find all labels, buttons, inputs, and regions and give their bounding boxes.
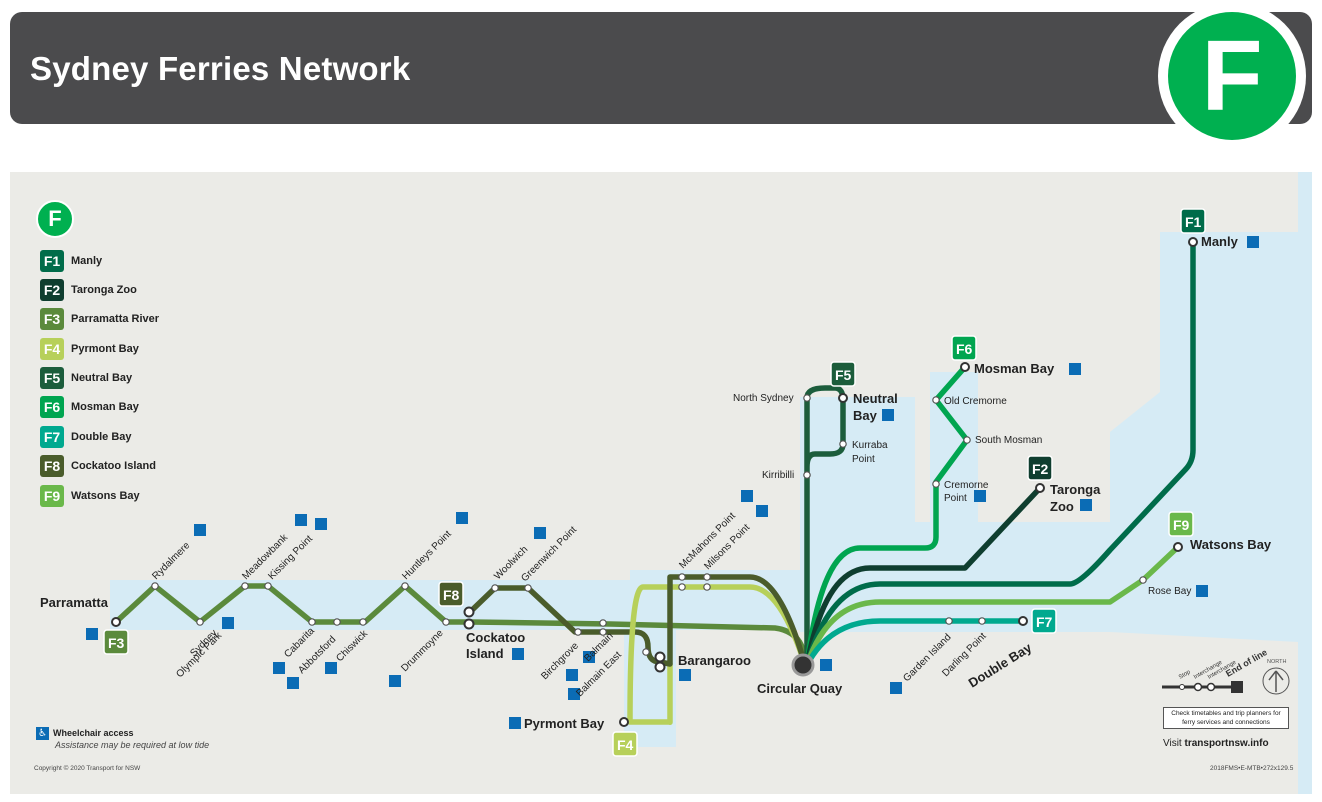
stop-dots	[151, 394, 1147, 656]
badge-f1: F1	[1185, 214, 1202, 230]
legend-badge: F7	[40, 426, 64, 448]
badge-f6: F6	[956, 341, 973, 357]
label-cremorne-point-2: Point	[944, 493, 967, 504]
interchange-stops	[111, 237, 1198, 727]
legend-item-f5: F5 Neutral Bay	[40, 367, 132, 389]
legend-label: Taronga Zoo	[71, 284, 137, 296]
legend-label: Parramatta River	[71, 313, 160, 325]
legend-label: Manly	[71, 255, 103, 267]
badge-f9: F9	[1173, 517, 1190, 533]
legend-label: Cockatoo Island	[71, 460, 156, 472]
key-north: NORTH	[1267, 659, 1286, 665]
route-line-f9	[804, 544, 1181, 668]
visit-line: Visit transportnsw.info	[1163, 738, 1269, 749]
legend-item-f4: F4 Pyrmont Bay	[40, 338, 139, 360]
label-north-sydney: North Sydney	[733, 393, 794, 404]
legend-badge: F1	[40, 250, 64, 272]
label-circular-quay: Circular Quay	[757, 681, 843, 696]
legend-badge: F4	[40, 338, 64, 360]
legend-item-f9: F9 Watsons Bay	[40, 485, 140, 507]
north-arrow-icon	[1268, 670, 1284, 692]
label-taronga-2: Zoo	[1050, 499, 1074, 514]
legend-label: Neutral Bay	[71, 372, 133, 384]
badge-f3: F3	[108, 635, 125, 651]
label-drummoyne: Drummoyne	[399, 628, 446, 675]
key-stop: Stop	[1178, 669, 1192, 681]
label-south-mosman: South Mosman	[975, 435, 1042, 446]
wheelchair-legend: ♿ Wheelchair access Assistance may be req…	[36, 727, 209, 750]
label-kurraba-2: Point	[852, 454, 875, 465]
legend-badge: F6	[40, 396, 64, 418]
label-old-cremorne: Old Cremorne	[944, 396, 1007, 407]
visit-url-link[interactable]: transportnsw.info	[1184, 738, 1269, 749]
ferry-logo-letter: F	[1168, 12, 1296, 140]
legend-ferry-logo: F	[36, 200, 74, 238]
label-sop-2: Olympic Park	[174, 630, 225, 681]
map-svg: F3 F8 F4 F5 F6 F2 F1 F9 F7	[40, 172, 1312, 794]
label-mosman-bay: Mosman Bay	[974, 361, 1055, 376]
legend-item-f1: F1 Manly	[40, 250, 102, 272]
route-line-f6	[804, 364, 970, 668]
visit-prefix: Visit	[1163, 738, 1182, 749]
label-parramatta: Parramatta	[40, 595, 109, 610]
legend-badge: F3	[40, 308, 64, 330]
route-line-f1	[804, 239, 1196, 668]
label-taronga-1: Taronga	[1050, 482, 1101, 497]
badge-f4: F4	[617, 737, 634, 753]
legend-badge: F2	[40, 279, 64, 301]
stop-key: Stop Interchange Interchange End of line…	[1162, 647, 1290, 695]
badge-f7: F7	[1036, 614, 1053, 630]
legend-label: Double Bay	[71, 431, 132, 443]
map-badges: F3 F8 F4 F5 F6 F2 F1 F9 F7	[103, 208, 1206, 757]
legend-item-f2: F2 Taronga Zoo	[40, 279, 137, 301]
label-rydalmere: Rydalmere	[150, 540, 192, 582]
label-barangaroo: Barangaroo	[678, 653, 751, 668]
legend-item-f8: F8 Cockatoo Island	[40, 455, 156, 477]
header-banner: Sydney Ferries Network F	[10, 2, 1312, 150]
network-map: F3 F8 F4 F5 F6 F2 F1 F9 F7	[10, 172, 1312, 794]
wheelchair-legend-note: Assistance may be required at low tide	[55, 740, 210, 750]
wheelchair-legend-title: Wheelchair access	[53, 727, 134, 738]
label-greenwich-point: Greenwich Point	[519, 524, 579, 584]
label-neutral-bay-1: Neutral	[853, 391, 898, 406]
legend-badge: F5	[40, 367, 64, 389]
route-line-f7	[804, 618, 1026, 668]
label-pyrmont-bay: Pyrmont Bay	[524, 716, 605, 731]
page-title: Sydney Ferries Network	[30, 50, 411, 87]
document-code: 2018FMS•E-MTB•272x129.5	[1210, 765, 1294, 772]
badge-f2: F2	[1032, 461, 1049, 477]
wheelchair-icon: ♿	[36, 727, 49, 740]
water	[110, 172, 1312, 794]
label-rose-bay: Rose Bay	[1148, 586, 1191, 597]
legend-item-f3: F3 Parramatta River	[40, 308, 159, 330]
ferry-brand-logo: F	[1158, 2, 1306, 150]
legend-label: Watsons Bay	[71, 490, 140, 502]
route-line-f4-loop	[657, 574, 808, 668]
label-manly: Manly	[1201, 234, 1239, 249]
legend-badge: F9	[40, 485, 64, 507]
copyright: Copyright © 2020 Transport for NSW	[34, 765, 141, 772]
legend-item-f7: F7 Double Bay	[40, 426, 132, 448]
circular-quay-hub	[791, 653, 815, 677]
label-kurraba-1: Kurraba	[852, 440, 888, 451]
label-kirribilli: Kirribilli	[762, 470, 794, 481]
label-chiswick: Chiswick	[334, 628, 370, 664]
legend-label: Pyrmont Bay	[71, 343, 139, 355]
badge-f8: F8	[443, 587, 460, 603]
label-watsons-bay: Watsons Bay	[1190, 537, 1272, 552]
legend-label: Mosman Bay	[71, 401, 139, 413]
timetable-tip: Check timetables and trip planners for f…	[1163, 707, 1289, 729]
label-neutral-bay-2: Bay	[853, 408, 878, 423]
legend-badge: F8	[40, 455, 64, 477]
label-huntleys-point: Huntleys Point	[400, 529, 454, 583]
wheelchair-icons	[86, 236, 1259, 729]
label-cockatoo-1: Cockatoo	[466, 630, 525, 645]
legend-item-f6: F6 Mosman Bay	[40, 396, 139, 418]
label-cockatoo-2: Island	[466, 646, 504, 661]
label-cremorne-point-1: Cremorne	[944, 480, 989, 491]
badge-f5: F5	[835, 367, 852, 383]
